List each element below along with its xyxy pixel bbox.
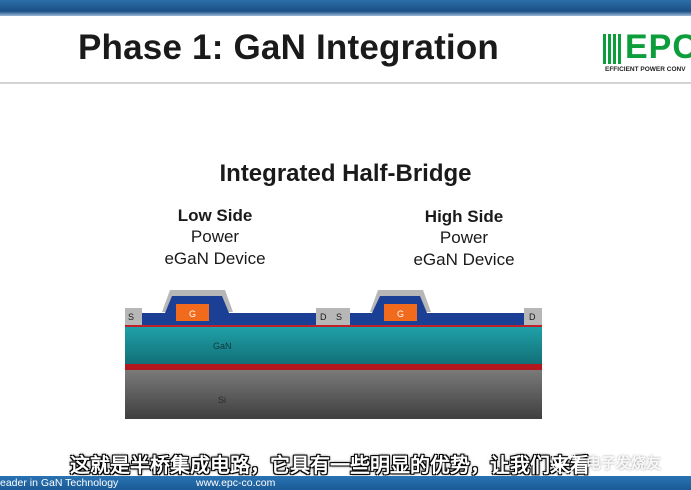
si-layer bbox=[125, 370, 542, 419]
watermark-text: 电子发烧友 bbox=[586, 455, 662, 472]
left-drain-contact bbox=[316, 308, 333, 325]
low-side-device: eGaN Device bbox=[164, 249, 266, 268]
left-source-contact bbox=[125, 308, 142, 325]
diagram-subtitle: Integrated Half-Bridge bbox=[219, 160, 472, 187]
gan-label: GaN bbox=[213, 341, 232, 351]
logo-tagline: EFFICIENT POWER CONV bbox=[605, 66, 686, 73]
footer-tagline: eader in GaN Technology bbox=[0, 477, 119, 489]
low-side-power: Power bbox=[190, 227, 240, 246]
interlayer-line bbox=[125, 364, 542, 370]
epc-logo: EPC EFFICIENT POWER CONV bbox=[603, 28, 691, 78]
si-label: Si bbox=[218, 395, 226, 405]
right-gate-label: G bbox=[397, 309, 404, 319]
right-drain-contact bbox=[524, 308, 542, 325]
low-side-label: Low Side Power eGaN Device bbox=[150, 206, 280, 270]
footer-band bbox=[0, 476, 691, 490]
subtitle-caption: 这就是半桥集成电路，它具有一些明显的优势，让我们来看 bbox=[70, 455, 590, 477]
right-source-label: S bbox=[336, 312, 342, 322]
header-band bbox=[0, 0, 691, 16]
slide-title: Phase 1: GaN Integration bbox=[78, 28, 500, 67]
left-drain-label: D bbox=[320, 312, 327, 322]
title-divider bbox=[0, 82, 691, 84]
logo-bars-icon bbox=[603, 34, 621, 64]
left-gate-label: G bbox=[189, 309, 196, 319]
left-source-label: S bbox=[128, 312, 134, 322]
logo-text: EPC bbox=[625, 28, 691, 66]
high-side-title: High Side bbox=[424, 207, 504, 226]
footer-url: www.epc-co.com bbox=[196, 477, 276, 489]
left-gate bbox=[176, 304, 209, 321]
watermark: 电子发烧友 bbox=[548, 446, 688, 476]
low-side-title: Low Side bbox=[177, 206, 253, 225]
high-side-device: eGaN Device bbox=[413, 250, 515, 269]
watermark-logo-icon bbox=[551, 448, 577, 474]
high-side-label: High Side Power eGaN Device bbox=[393, 207, 535, 271]
gan-layer bbox=[125, 327, 542, 364]
right-drain-label: D bbox=[529, 312, 536, 322]
high-side-power: Power bbox=[439, 228, 489, 247]
right-gate bbox=[384, 304, 417, 321]
gan-top-line bbox=[125, 325, 542, 327]
right-source-contact bbox=[333, 308, 350, 325]
